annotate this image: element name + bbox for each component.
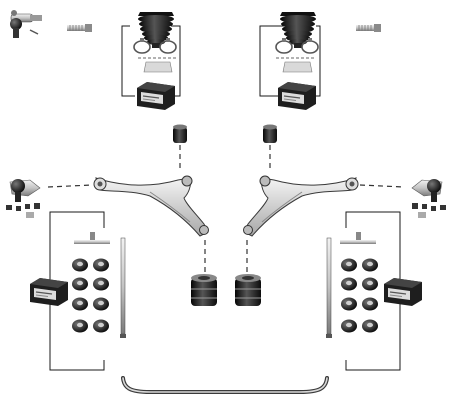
stabilizer-bar <box>121 376 329 394</box>
tie-rod-end-right <box>419 14 441 22</box>
tie-rod-bolt-left <box>66 23 93 33</box>
ball-joint-right <box>359 179 446 218</box>
tie-rod-end-left <box>10 10 42 38</box>
rear-arm-bushing-left <box>173 124 187 172</box>
control-arm-right <box>243 175 359 237</box>
control-arm-left <box>93 175 209 237</box>
ball-joint-left <box>6 179 93 218</box>
front-arm-bushing-left <box>190 240 218 307</box>
stabilizer-link-kit-left <box>29 211 126 371</box>
rear-arm-bushing-right <box>263 124 277 172</box>
steering-boot-kit-right <box>259 12 321 111</box>
stabilizer-link-kit-right <box>326 211 423 371</box>
tie-rod-bolt-right <box>355 23 382 33</box>
steering-boot-kit-left <box>121 12 181 111</box>
front-arm-bushing-right <box>234 240 262 307</box>
